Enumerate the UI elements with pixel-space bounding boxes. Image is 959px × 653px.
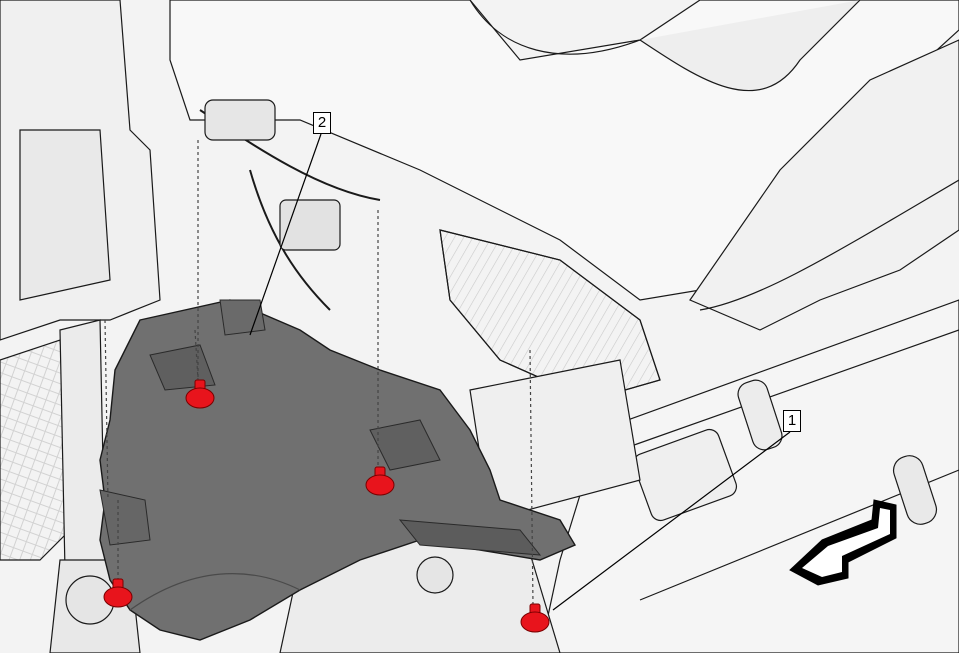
callout-1: 1 [783,410,801,432]
closeout-panel [99,299,577,641]
bent-arrow-left-icon [789,499,897,586]
callout-2: 2 [313,112,331,134]
push-pin-fastener-icon [103,379,550,633]
callout-leader-lines [249,133,791,611]
fastener-guide-lines [104,140,534,606]
